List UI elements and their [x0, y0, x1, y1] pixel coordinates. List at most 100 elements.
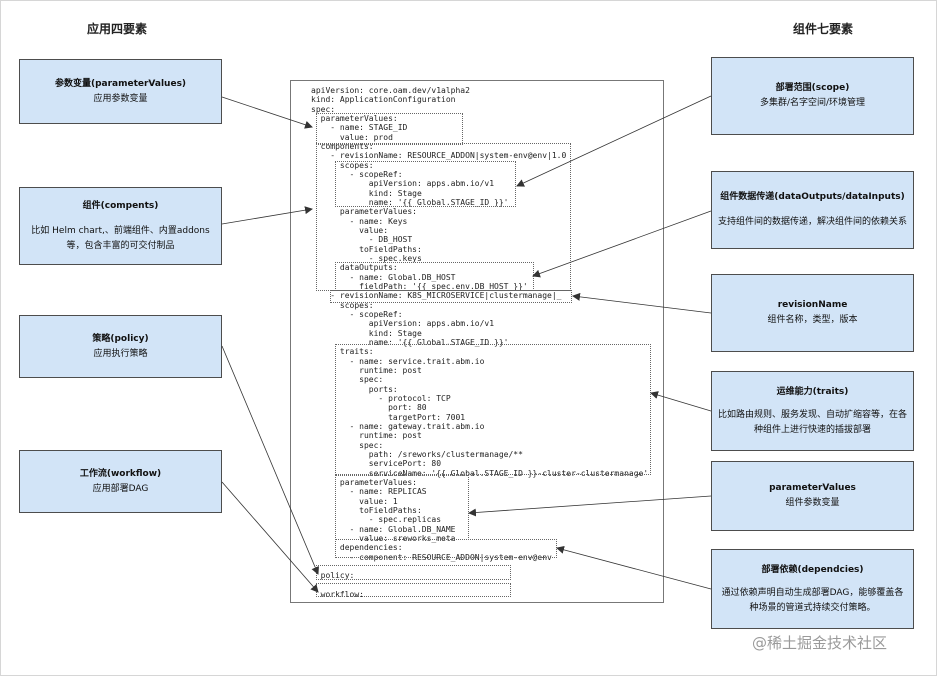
code-line: - revisionName: K8S_MICROSERVICE|cluster…	[311, 291, 562, 301]
code-line: runtime: post	[311, 431, 422, 441]
box-desc: 支持组件间的数据传递，解决组件间的依赖关系	[718, 217, 908, 227]
code-line: - spec.replicas	[311, 515, 442, 525]
code-line: apiVersion: apps.abm.io/v1	[311, 179, 495, 189]
arrow-scope	[516, 95, 712, 187]
code-line: components:	[311, 141, 374, 151]
box-title: parameterValues	[769, 483, 856, 493]
box-title: 工作流(workflow)	[79, 468, 162, 479]
code-line: value: prod	[311, 132, 393, 142]
code-line: - name: service.trait.abm.io	[311, 356, 485, 366]
arrow-components	[221, 206, 313, 225]
workflow-box: 工作流(workflow) 应用部署DAG	[19, 450, 222, 513]
traits-highlight	[335, 344, 651, 475]
arrow-component-parameter-values	[468, 495, 712, 517]
box-desc: 多集群/名字空间/环境管理	[759, 98, 866, 108]
code-line: serviceName: '{{ Global.STAGE_ID }}-clus…	[311, 468, 649, 478]
code-line: workflow:	[311, 589, 364, 599]
code-line: - name: Global.DB_NAME	[311, 524, 456, 534]
box-title: 策略(policy)	[92, 333, 149, 344]
traits-box: 运维能力(traits) 比如路由规则、服务发现、自动扩缩容等，在各种组件上进行…	[711, 371, 914, 451]
code-line: - scopeRef:	[311, 309, 403, 319]
code-line: runtime: post	[311, 365, 422, 375]
code-line: toFieldPaths:	[311, 244, 422, 254]
code-line: value: 1	[311, 496, 398, 506]
code-line: - protocol: TCP	[311, 393, 451, 403]
code-line: - name: Global.DB_HOST	[311, 272, 456, 282]
code-line: apiVersion: core.oam.dev/v1alpha2	[311, 86, 470, 95]
data-outputs-box: 组件数据传递(dataOutputs/dataInputs) 支持组件间的数据传…	[711, 171, 914, 249]
left-heading: 应用四要素	[87, 22, 148, 36]
code-line: port: 80	[311, 403, 427, 413]
code-line: scopes:	[311, 300, 374, 310]
code-line: traits:	[311, 347, 374, 357]
code-line: kind: Stage	[311, 328, 422, 338]
code-line: policy:	[311, 571, 355, 581]
box-desc: 比如 Helm chart,、前端组件、内置addons等，包含丰富的可交付制品	[31, 225, 210, 251]
parameter-values-highlight	[316, 113, 463, 145]
arrow-parameter-values	[221, 96, 313, 129]
code-line: - name: STAGE_ID	[311, 123, 408, 133]
revision-name-highlight	[330, 290, 572, 303]
policy-box: 策略(policy) 应用执行策略	[19, 315, 222, 378]
code-line: name: '{{ Global.STAGE_ID }}'	[311, 197, 509, 207]
box-title: revisionName	[777, 300, 848, 310]
code-line: parameterValues:	[311, 477, 417, 487]
arrow-dependencies	[556, 545, 712, 590]
code-line: parameterValues:	[311, 207, 417, 217]
code-line: fieldPath: '{{ spec.env.DB_HOST }}'	[311, 281, 528, 291]
code-line: name: '{{ Global.STAGE_ID }}'	[311, 337, 509, 347]
code-line: - name: Keys	[311, 216, 408, 226]
revision-name-box: revisionName 组件名称，类型，版本	[711, 274, 914, 352]
code-line: targetPort: 7001	[311, 412, 466, 422]
code-line: spec:	[311, 104, 336, 114]
code-line: kind: ApplicationConfiguration	[311, 95, 456, 105]
box-desc: 应用执行策略	[93, 348, 148, 359]
scopes-highlight	[335, 161, 516, 207]
box-desc: 组件参数变量	[785, 498, 840, 508]
code-line: spec:	[311, 440, 384, 450]
code-line: scopes:	[311, 160, 374, 170]
code-line: ports:	[311, 384, 398, 394]
arrow-revision-name	[572, 292, 712, 314]
code-line: path: /sreworks/clustermanage/**	[311, 449, 523, 459]
arrow-workflow	[221, 481, 319, 593]
component-parameter-values-box: parameterValues 组件参数变量	[711, 461, 914, 531]
code-line: value:	[311, 225, 389, 235]
box-title: 部署依赖(dependcies)	[761, 564, 864, 575]
right-heading: 组件七要素	[793, 22, 854, 36]
components-box: 组件(compents) 比如 Helm chart,、前端组件、内置addon…	[19, 187, 222, 265]
box-title: 部署范围(scope)	[775, 83, 850, 93]
arrow-policy	[221, 345, 319, 575]
code-line: - spec.keys	[311, 253, 422, 263]
parameter-values-box: 参数变量(parameterValues) 应用参数变量	[19, 59, 222, 124]
code-line: dataOutputs:	[311, 263, 398, 273]
code-line: dependencies:	[311, 543, 403, 553]
box-desc: 通过依赖声明自动生成部署DAG，能够覆盖各种场景的管道式持续交付策略。	[721, 587, 904, 613]
code-line: servicePort: 80	[311, 459, 442, 469]
code-line: - name: REPLICAS	[311, 487, 427, 497]
code-line: toFieldPaths:	[311, 505, 422, 515]
code-line: parameterValues:	[311, 113, 398, 123]
code-line: kind: Stage	[311, 188, 422, 198]
box-title: 组件数据传递(dataOutputs/dataInputs)	[720, 192, 905, 202]
code-line: - DB_HOST	[311, 235, 413, 245]
box-title: 运维能力(traits)	[776, 386, 849, 397]
box-title: 组件(compents)	[82, 200, 159, 211]
scope-box: 部署范围(scope) 多集群/名字空间/环境管理	[711, 57, 914, 135]
code-line: apiVersion: apps.abm.io/v1	[311, 319, 495, 329]
dependencies-box: 部署依赖(dependcies) 通过依赖声明自动生成部署DAG，能够覆盖各种场…	[711, 549, 914, 629]
code-line: - name: gateway.trait.abm.io	[311, 421, 485, 431]
code-line: value: sreworks_meta	[311, 533, 456, 543]
arrow-traits	[650, 391, 712, 412]
code-line: - scopeRef:	[311, 169, 403, 179]
code-line: spec:	[311, 375, 384, 385]
watermark: @稀土掘金技术社区	[752, 634, 888, 652]
box-desc: 应用部署DAG	[92, 483, 149, 494]
box-desc: 组件名称，类型，版本	[767, 315, 858, 325]
box-title: 参数变量(parameterValues)	[54, 78, 187, 89]
arrow-data-outputs	[532, 210, 712, 278]
box-desc: 应用参数变量	[93, 93, 148, 104]
code-line: - revisionName: RESOURCE_ADDON|system-en…	[311, 151, 567, 161]
box-desc: 比如路由规则、服务发现、自动扩缩容等，在各种组件上进行快速的插拔部署	[718, 409, 908, 435]
